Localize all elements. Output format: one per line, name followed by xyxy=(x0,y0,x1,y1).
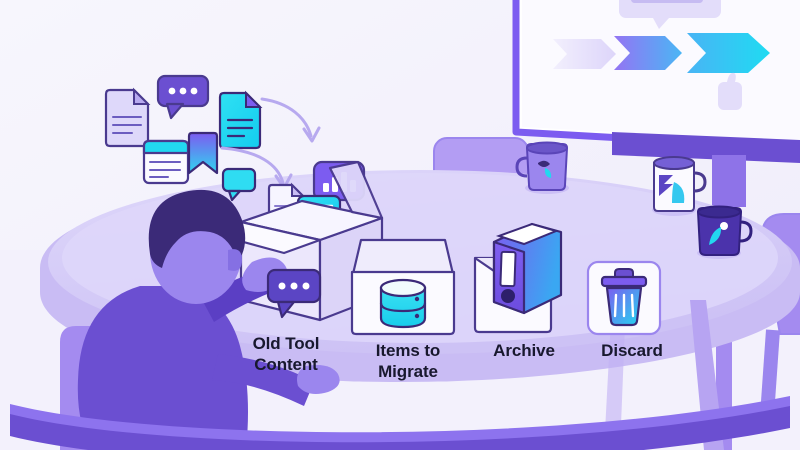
label-old-tool-content: Old Tool Content xyxy=(252,334,320,374)
label-discard: Discard xyxy=(601,341,663,360)
chat-bubble-dots-icon xyxy=(156,74,210,120)
database-tray-icon xyxy=(350,238,456,336)
person-hair xyxy=(148,189,246,268)
table-front-edge xyxy=(10,396,790,450)
person-hand-left xyxy=(297,365,340,394)
person-arm-left xyxy=(212,354,314,406)
browser-window-icon xyxy=(142,139,190,185)
mug-light-purple xyxy=(515,141,569,194)
label-items-to-migrate: Items to Migrate xyxy=(375,341,441,381)
chat-bubble-small-icon xyxy=(221,167,257,202)
monitor-bezel xyxy=(612,132,800,163)
chevron-arrow-1 xyxy=(553,39,616,69)
chat-bubble-dots-icon xyxy=(266,268,322,319)
label-archive: Archive xyxy=(493,341,555,360)
mug-white xyxy=(652,156,707,216)
person-ear xyxy=(228,249,242,271)
mug-dark-purple xyxy=(696,205,753,259)
mug-logo xyxy=(720,222,728,230)
monitor-stand-neck xyxy=(712,155,746,207)
document-cyan-icon xyxy=(218,90,263,150)
person-torso xyxy=(77,286,248,450)
trash-bin-icon xyxy=(586,260,662,336)
box-flap-right xyxy=(328,160,384,220)
mug-logo xyxy=(538,160,550,167)
chevron-arrow-2 xyxy=(614,36,682,70)
curved-arrow-icon xyxy=(260,97,321,143)
chevron-arrow-3 xyxy=(687,33,770,73)
database-icon xyxy=(379,278,427,329)
mug-logo xyxy=(659,175,673,196)
thumbs-up-icon xyxy=(718,72,742,110)
bookmark-icon xyxy=(187,131,219,175)
document-icon xyxy=(104,87,151,148)
binder-folder-icon xyxy=(473,222,563,334)
speech-bubble-icon xyxy=(619,0,721,29)
